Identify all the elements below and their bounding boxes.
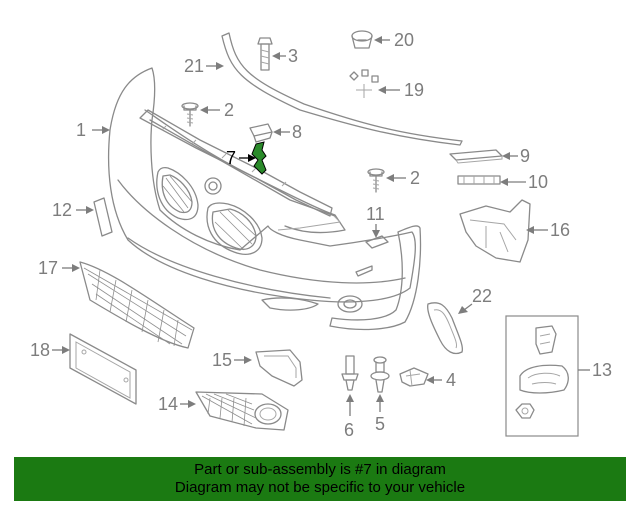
callout-2-upper: 2 <box>224 100 234 120</box>
callout-3: 3 <box>288 46 298 66</box>
part-14-fog-grille <box>195 391 289 431</box>
callout-22: 22 <box>472 286 492 306</box>
part-13-kit-box <box>505 315 579 437</box>
part-8-clip <box>249 123 273 143</box>
part-1-bumper-cover <box>107 67 422 331</box>
part-4-clip <box>399 367 429 387</box>
callout-14: 14 <box>158 394 178 414</box>
callout-11: 11 <box>366 204 385 224</box>
part-6-pin <box>341 355 359 391</box>
part-16-bracket <box>459 199 531 263</box>
part-11-cover <box>365 235 389 249</box>
callout-7: 7 <box>226 148 236 168</box>
info-banner: Part or sub-assembly is #7 in diagram Di… <box>14 457 626 501</box>
part-12-reflector <box>93 197 113 237</box>
callout-12: 12 <box>52 200 72 220</box>
callout-10: 10 <box>528 172 548 192</box>
callout-8: 8 <box>292 122 302 142</box>
callout-9: 9 <box>520 146 530 166</box>
part-21-trim-strip <box>221 32 463 146</box>
part-2-bolt-right <box>367 168 385 193</box>
part-3-screw <box>257 37 273 71</box>
part-22-side-marker <box>427 302 464 355</box>
callout-13: 13 <box>592 360 612 380</box>
part-15-fog-cover <box>255 349 303 387</box>
callout-15: 15 <box>212 350 232 370</box>
callout-17: 17 <box>38 258 58 278</box>
callout-20: 20 <box>394 30 414 50</box>
callout-2-right: 2 <box>410 168 420 188</box>
callout-1: 1 <box>76 120 86 140</box>
parts-diagram: 1 2 2 3 4 5 6 7 8 9 10 11 12 <box>30 30 612 440</box>
part-20-clip <box>351 30 373 49</box>
part-19-clips <box>349 69 379 98</box>
part-2-bolt-upper <box>181 102 199 127</box>
callout-21: 21 <box>184 56 204 76</box>
callout-4: 4 <box>446 370 456 390</box>
banner-line-2: Diagram may not be specific to your vehi… <box>174 479 466 496</box>
part-5-push-clip <box>370 356 390 393</box>
callout-19: 19 <box>404 80 424 100</box>
part-9-trim <box>449 149 503 164</box>
banner-line-1: Part or sub-assembly is #7 in diagram <box>194 461 446 478</box>
callout-6: 6 <box>344 420 354 440</box>
callouts: 1 2 2 3 4 5 6 7 8 9 10 11 12 <box>30 30 612 440</box>
part-10-trim <box>457 175 501 185</box>
callout-16: 16 <box>550 220 570 240</box>
callout-18: 18 <box>30 340 50 360</box>
part-17-lower-grille <box>79 261 195 349</box>
callout-5: 5 <box>375 414 385 434</box>
part-18-plate-bracket <box>69 333 137 405</box>
